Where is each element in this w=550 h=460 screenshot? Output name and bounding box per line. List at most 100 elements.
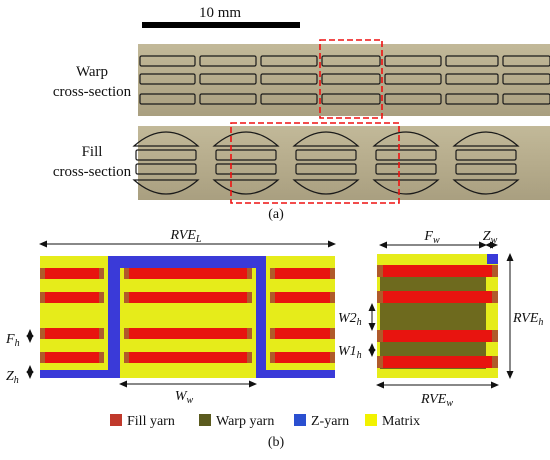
warp-tow-outline xyxy=(445,55,499,67)
fill-yarn-end xyxy=(247,268,252,279)
panel-a: 10 mm Warp cross-section Fill cross-sect… xyxy=(53,5,550,222)
w2-h-label: W2h xyxy=(338,311,362,328)
fill-yarn-end xyxy=(270,328,275,339)
legend-label-z-yarn: Z-yarn xyxy=(311,414,349,429)
warp-tow-outline xyxy=(384,73,442,85)
warp-tow-outline xyxy=(199,55,257,67)
fill-yarn-end xyxy=(492,291,498,303)
legend: Fill yarn Warp yarn Z-yarn Matrix xyxy=(110,414,420,429)
warp-tow-outline xyxy=(199,93,257,105)
warp-label-line2: cross-section xyxy=(53,84,132,100)
fill-tow-outline xyxy=(215,149,277,161)
fill-yarn-end xyxy=(270,352,275,363)
fill-yarn-end xyxy=(40,328,45,339)
fill-yarn-bar xyxy=(270,292,335,303)
fill-tow-outline xyxy=(215,163,277,175)
legend-label-fill-yarn: Fill yarn xyxy=(127,414,175,429)
fill-yarn-bar xyxy=(40,328,104,339)
fill-tow-lens xyxy=(292,131,360,147)
fill-yarn-end xyxy=(492,265,498,277)
scale-bar-label: 10 mm xyxy=(199,5,241,21)
w-w-label: Ww xyxy=(175,389,194,406)
fill-yarn-bar xyxy=(377,356,498,368)
warp-tow-outline xyxy=(139,73,196,85)
fill-yarn-end xyxy=(99,328,104,339)
f-w-label: Fw xyxy=(423,229,440,246)
fill-tow-lens xyxy=(132,179,200,195)
fill-yarn-end xyxy=(377,330,383,342)
warp-tow-outline xyxy=(321,55,381,67)
fill-yarn-end xyxy=(124,328,129,339)
z-h-label: Zh xyxy=(6,369,19,386)
fill-yarn-end xyxy=(330,352,335,363)
fill-yarn-end xyxy=(270,268,275,279)
fill-yarn-end xyxy=(377,356,383,368)
rve-l-label: RVEL xyxy=(170,228,202,245)
warp-tow-outline xyxy=(139,93,196,105)
fill-yarn-bar xyxy=(40,292,104,303)
fill-yarn-bar xyxy=(377,330,498,342)
z-w-label: Zw xyxy=(483,229,498,246)
legend-swatch-warp-yarn xyxy=(199,414,211,426)
caption-b: (b) xyxy=(268,435,285,450)
fill-yarn-end xyxy=(270,292,275,303)
warp-tow-outline xyxy=(502,93,550,105)
panel-b: RVEL Fh Zh Ww Fw Zw W2h W1h xyxy=(5,228,543,450)
warp-tow-outline xyxy=(445,93,499,105)
fill-yarn-end xyxy=(40,352,45,363)
warp-tow-outline xyxy=(502,73,550,85)
fill-yarn-end xyxy=(40,292,45,303)
fill-tow-outline xyxy=(295,163,357,175)
fill-yarn-bar xyxy=(377,291,498,303)
fill-tow-lens xyxy=(372,131,440,147)
fill-tow-lens xyxy=(212,131,280,147)
fill-yarn-end xyxy=(377,291,383,303)
fill-rve-model xyxy=(377,254,498,378)
warp-tow-outline xyxy=(384,55,442,67)
fill-cross-section-photo xyxy=(132,122,550,204)
fill-yarn-end xyxy=(330,268,335,279)
warp-tow-outline xyxy=(199,73,257,85)
legend-label-matrix: Matrix xyxy=(382,414,420,429)
fill-tow-outline xyxy=(295,149,357,161)
warp-tow-outline xyxy=(139,55,196,67)
fill-tow-outline xyxy=(455,163,517,175)
fill-yarn-end xyxy=(124,292,129,303)
fill-yarn-bar xyxy=(377,265,498,277)
warp-tow-outline xyxy=(260,73,318,85)
fill-tow-outline xyxy=(135,163,197,175)
fill-label-line1: Fill xyxy=(82,144,103,160)
fill-yarn-end xyxy=(492,356,498,368)
fill-yarn-end xyxy=(124,352,129,363)
warp-tow-outline xyxy=(321,73,381,85)
f-h-label: Fh xyxy=(5,332,20,349)
scale-bar xyxy=(142,22,300,28)
fill-tow-outline xyxy=(375,163,437,175)
fill-yarn-bar xyxy=(40,352,104,363)
warp-cross-section-photo xyxy=(138,39,550,119)
fill-tow-lens xyxy=(452,131,520,147)
fill-yarn-end xyxy=(377,265,383,277)
fill-tow-lens xyxy=(132,131,200,147)
fill-tow-lens xyxy=(372,179,440,195)
warp-label-line1: Warp xyxy=(76,64,108,80)
fill-yarn-end xyxy=(99,292,104,303)
z-yarn-path xyxy=(40,256,335,378)
fill-tow-lens xyxy=(212,179,280,195)
caption-a: (a) xyxy=(268,207,284,222)
warp-rve-model xyxy=(40,256,335,378)
fill-yarn-end xyxy=(330,328,335,339)
legend-swatch-fill-yarn xyxy=(110,414,122,426)
fill-yarn-bar xyxy=(124,352,252,363)
fill-yarn-bar xyxy=(124,292,252,303)
legend-swatch-z-yarn xyxy=(294,414,306,426)
w1-h-label: W1h xyxy=(338,344,362,361)
fill-yarn-end xyxy=(99,352,104,363)
fill-rve-highlight xyxy=(230,122,400,204)
fill-tow-lens xyxy=(292,179,360,195)
warp-tow-outline xyxy=(384,93,442,105)
fill-yarn-end xyxy=(247,352,252,363)
warp-tow-outline xyxy=(445,73,499,85)
fill-yarn-end xyxy=(330,292,335,303)
fill-yarn-bar xyxy=(124,268,252,279)
